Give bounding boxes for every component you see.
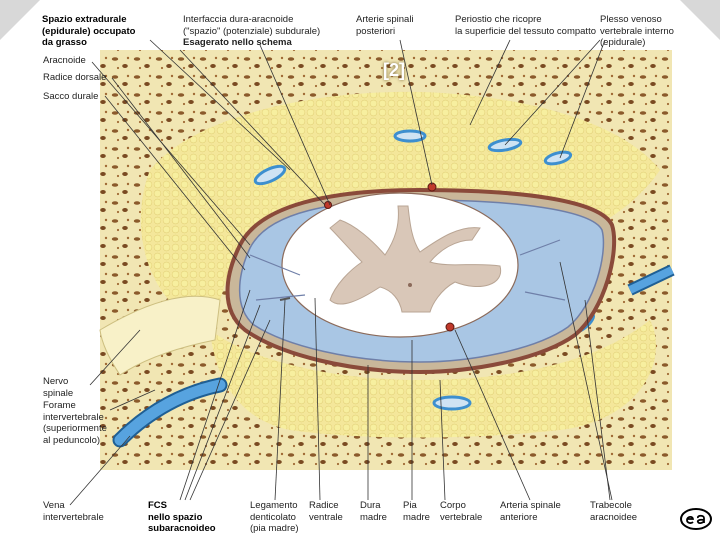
label-denticulate-ligament: Legamento denticolato (pia madre) bbox=[250, 500, 299, 535]
ea-logo-icon bbox=[680, 508, 712, 530]
label-dural-sac: Sacco durale bbox=[43, 91, 98, 103]
label-vertebral-body: Corpo vertebrale bbox=[440, 500, 482, 523]
label-ventral-root: Radice ventrale bbox=[309, 500, 343, 523]
label-periosteum: Periostio che ricopre la superficie del … bbox=[455, 14, 596, 37]
label-anterior-spinal-artery: Arteria spinale anteriore bbox=[500, 500, 561, 523]
label-venous-plexus: Plesso venoso vertebrale interno (epidur… bbox=[600, 14, 674, 49]
corner-tab-top-left bbox=[0, 0, 40, 40]
label-spinal-nerve: Nervo spinale bbox=[43, 376, 73, 399]
corner-tab-top-right bbox=[680, 0, 720, 40]
label-foramen: Forame intervertebrale (superiormente al… bbox=[43, 400, 107, 446]
label-epidural-space: Spazio extradurale (epidurale) occupato … bbox=[42, 14, 135, 49]
label-dura-mater: Dura madre bbox=[360, 500, 387, 523]
label-arachnoid-trabeculae: Trabecole aracnoidee bbox=[590, 500, 637, 523]
anterior-spinal-artery bbox=[446, 323, 454, 331]
label-dura-arachnoid-interface: Interfaccia dura-aracnoide ("spazio" (po… bbox=[183, 14, 320, 49]
label-pia-mater: Pia madre bbox=[403, 500, 430, 523]
figure-number: [2] bbox=[383, 60, 405, 81]
posterior-spinal-artery-2 bbox=[325, 202, 332, 209]
label-arachnoid: Aracnoide bbox=[43, 55, 86, 67]
label-intervertebral-vein: Vena intervertebrale bbox=[43, 500, 104, 523]
label-csf: FCS nello spazio subaracnoideo bbox=[148, 500, 216, 535]
label-dorsal-root: Radice dorsale bbox=[43, 72, 106, 84]
label-spinal-arteries: Arterie spinali posteriori bbox=[356, 14, 414, 37]
